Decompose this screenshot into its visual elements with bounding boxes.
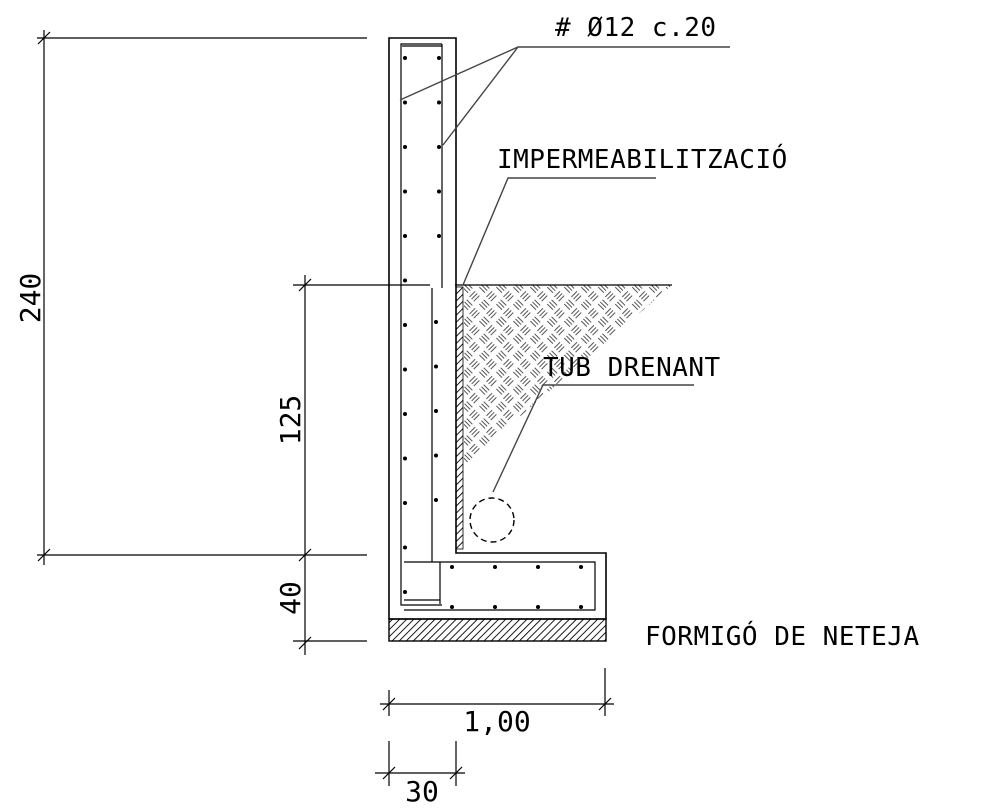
rebar-dot xyxy=(403,56,407,60)
wall-outline xyxy=(388,37,607,620)
dimension-100: 1,00 xyxy=(380,668,614,738)
rebar-cage xyxy=(400,43,596,611)
rebar-dot xyxy=(493,605,497,609)
rebar-dot xyxy=(579,605,583,609)
lean-concrete-base xyxy=(388,618,607,642)
rebar-dot xyxy=(437,56,441,60)
rebar-dot xyxy=(403,367,407,372)
rebar-dot xyxy=(450,565,454,569)
rebar-dot xyxy=(403,545,407,550)
rebar-dot xyxy=(403,412,407,416)
rebar-dot xyxy=(403,590,407,594)
rebar-dot xyxy=(403,456,407,461)
rebar-dot xyxy=(437,234,441,238)
rebar-dot xyxy=(403,145,407,149)
rebar-dot xyxy=(450,605,454,609)
dimension-40-text: 40 xyxy=(274,581,307,615)
rebar-dot xyxy=(434,453,438,458)
drain-pipe-label: TUB DRENANT xyxy=(543,353,721,383)
dimension-100-text: 1,00 xyxy=(463,705,530,738)
dimension-125-text: 125 xyxy=(274,395,307,446)
drain-pipe-circle xyxy=(469,497,515,543)
rebar-dot xyxy=(579,565,583,569)
rebar-dot xyxy=(437,100,441,105)
rebar-label: # Ø12 c.20 xyxy=(555,13,717,43)
dimension-30: 30 xyxy=(375,741,465,808)
rebar-dot xyxy=(493,565,497,569)
waterproofing-layer xyxy=(455,286,464,550)
dimension-240-text: 240 xyxy=(14,273,47,324)
rebar-dot xyxy=(437,189,441,194)
dimension-30-text: 30 xyxy=(405,775,439,808)
lean-concrete-label: FORMIGÓ DE NETEJA xyxy=(645,620,920,652)
rebar-dot xyxy=(434,409,438,413)
rebar-dot xyxy=(536,565,540,569)
waterproofing-label: IMPERMEABILITZACIÓ xyxy=(497,143,788,175)
rebar-dots xyxy=(403,56,583,609)
rebar-dot xyxy=(403,323,407,327)
dimension-125: 125 40 xyxy=(274,275,430,655)
rebar-dot xyxy=(437,145,441,149)
rebar-dot xyxy=(434,498,438,502)
rebar-dot xyxy=(403,278,407,283)
rebar-dot xyxy=(403,234,407,238)
rebar-dot xyxy=(536,605,540,609)
rebar-dot xyxy=(434,320,438,324)
rebar-dot xyxy=(434,364,438,369)
rebar-dot xyxy=(403,501,407,505)
dimension-240: 240 xyxy=(14,30,367,565)
leader-lines xyxy=(399,46,730,493)
rebar-dot xyxy=(403,189,407,194)
rebar-dot xyxy=(403,100,407,105)
